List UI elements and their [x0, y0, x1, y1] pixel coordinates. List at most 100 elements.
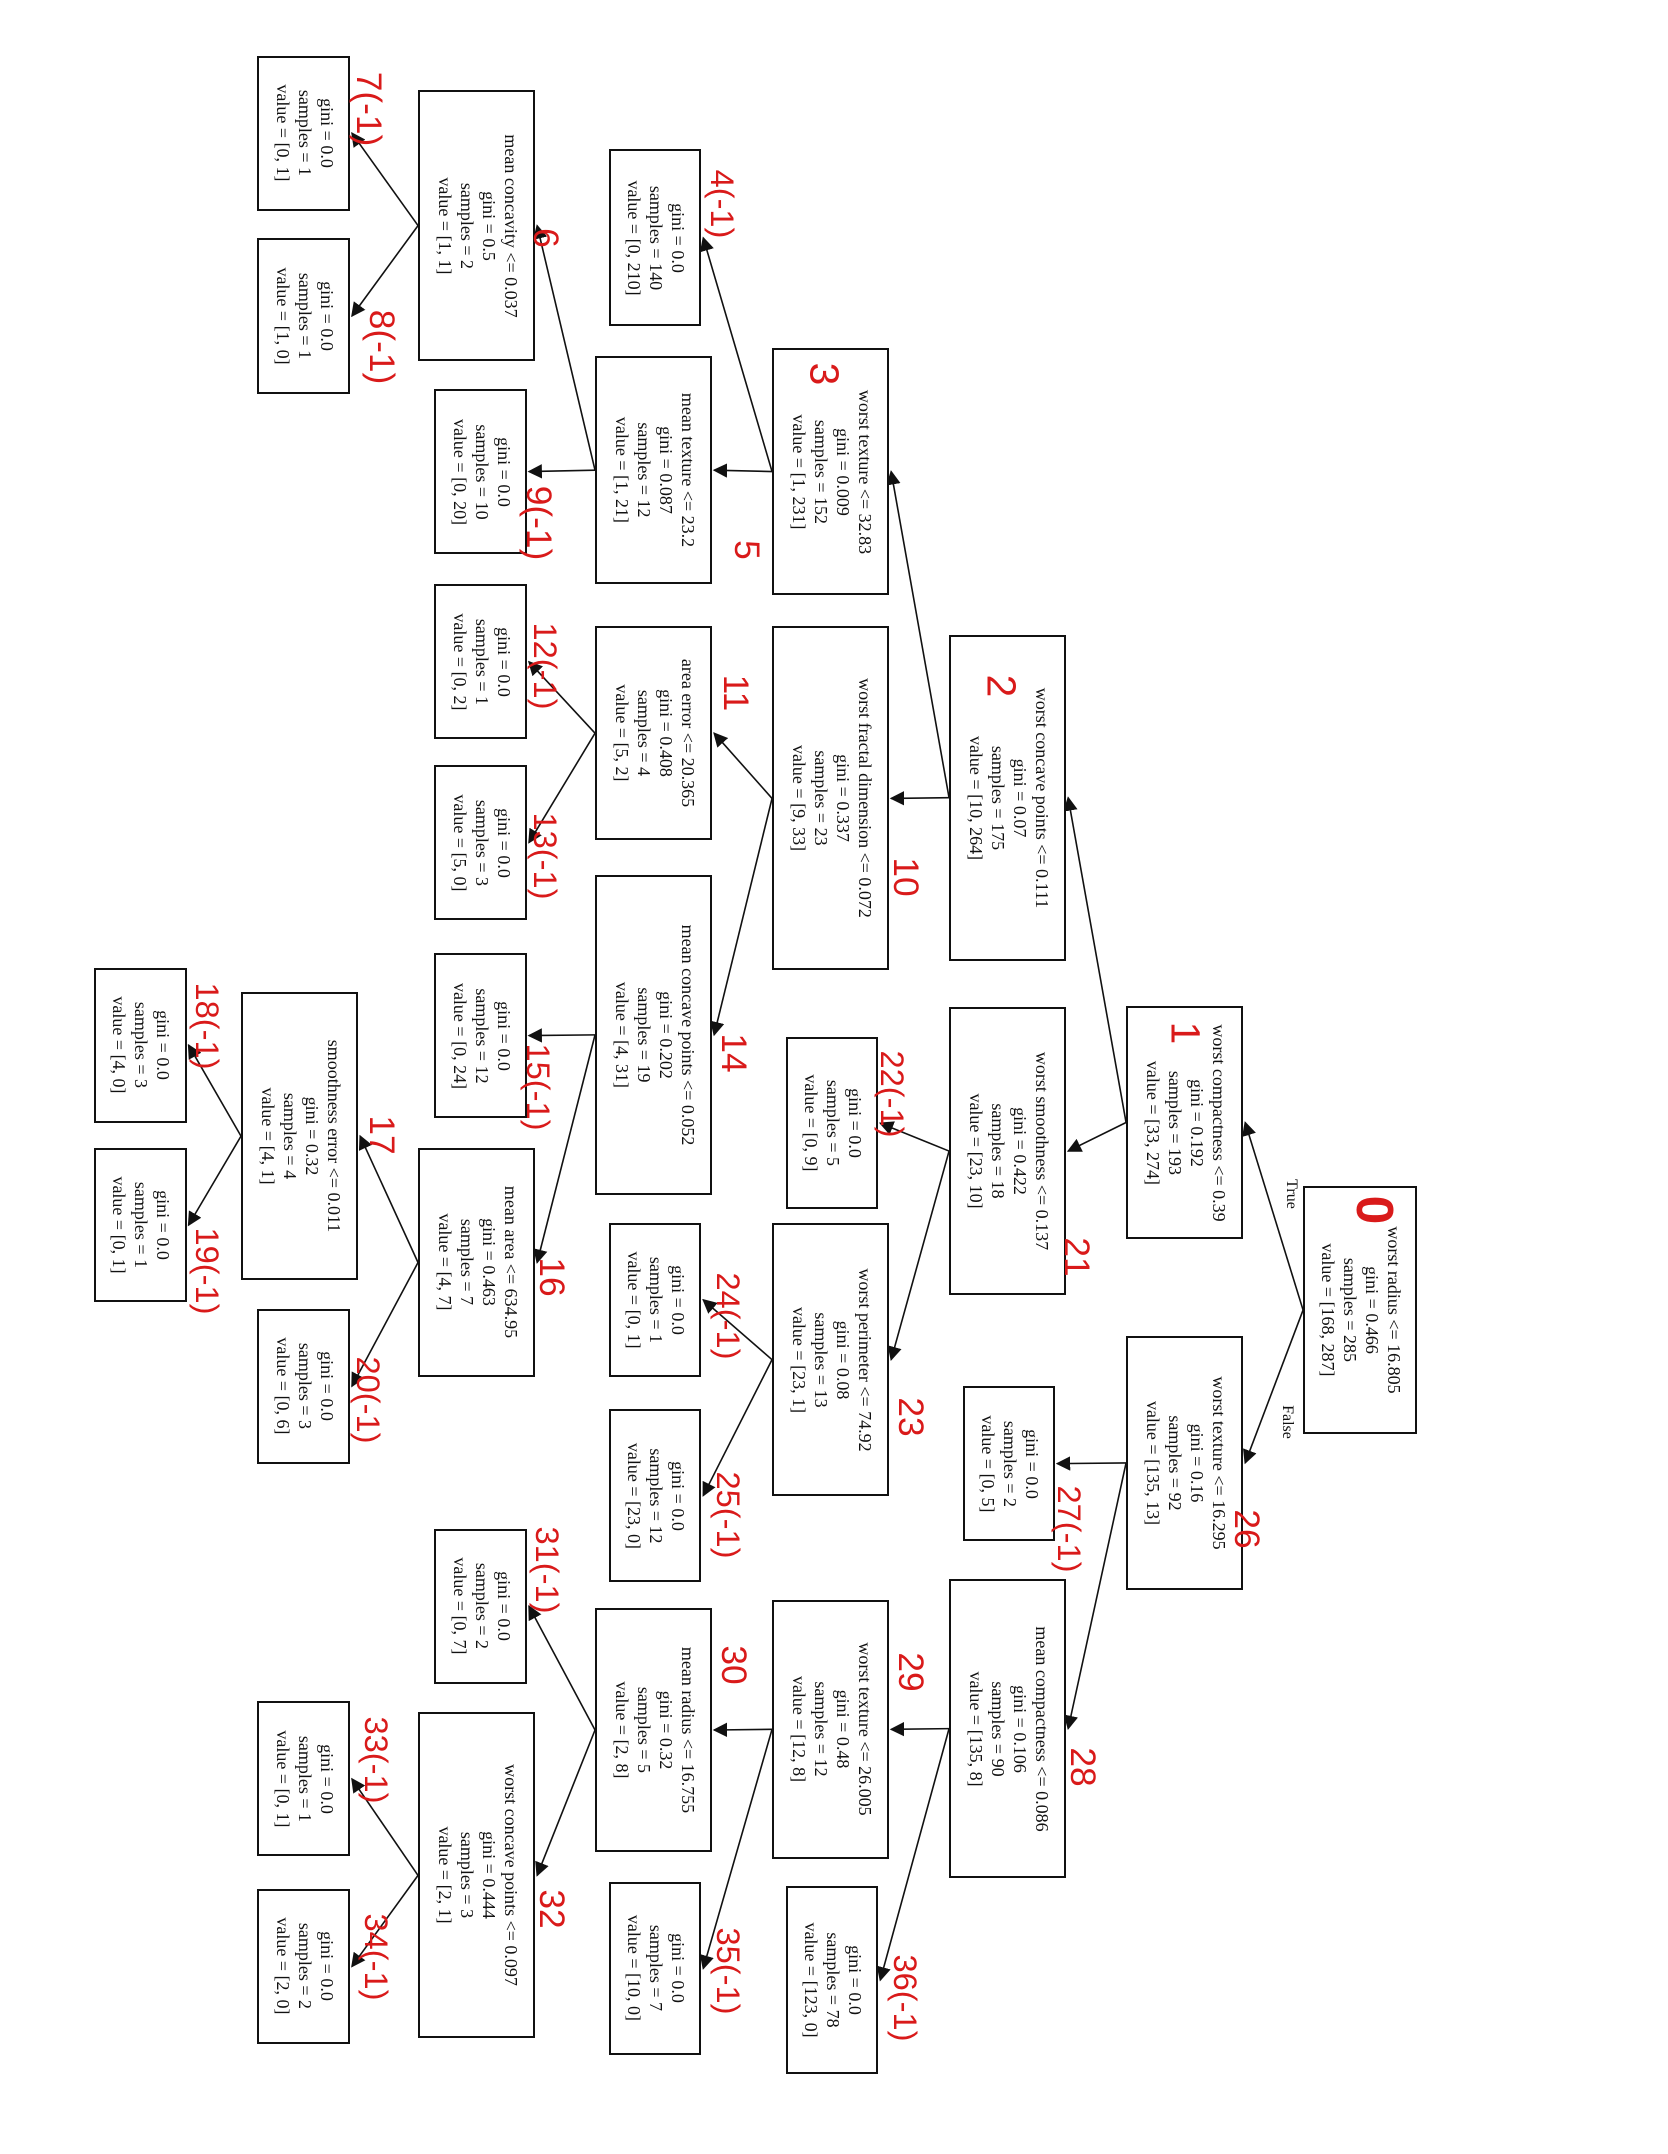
node-stat-line: value = [1, 21] — [611, 417, 632, 524]
edge-1-21 — [1066, 1121, 1127, 1152]
node-stat-line: gini = 0.0 — [316, 281, 337, 351]
node-stat-line: samples = 90 — [987, 1681, 1008, 1777]
node-stat-line: value = [12, 8] — [788, 1676, 809, 1783]
node-stat-line: gini = 0.0 — [844, 1945, 865, 2015]
node-annotation-11: 11 — [716, 674, 756, 712]
node-stat-line: gini = 0.16 — [1186, 1423, 1207, 1503]
edge-23-24 — [702, 1298, 773, 1361]
node-annotation-14: 14 — [713, 1033, 753, 1073]
node-stat-line: samples = 2 — [471, 1563, 492, 1650]
node-stat-line: value = [0, 2] — [449, 613, 470, 711]
node-stat-line: value = [0, 5] — [977, 1415, 998, 1513]
node-stat-line: value = [0, 9] — [800, 1074, 821, 1172]
edge-21-23 — [887, 1150, 950, 1362]
edge-28-36 — [876, 1728, 950, 1982]
node-stat-line: value = [2, 0] — [272, 1917, 293, 2015]
node-stat-line: value = [5, 0] — [449, 793, 470, 892]
node-stat-line: gini = 0.337 — [832, 754, 853, 843]
node-annotation-29: 29 — [890, 1651, 930, 1692]
node-split-rule: worst compactness <= 0.39 — [1208, 1023, 1229, 1222]
node-stat-line: samples = 78 — [822, 1932, 843, 2028]
node-annotation-0: 0 — [1346, 1195, 1405, 1224]
node-stat-line: value = [9, 33] — [788, 745, 809, 852]
node-annotation-25: 25(-1) — [710, 1471, 748, 1559]
node-split-rule: worst perimeter <= 74.92 — [854, 1268, 875, 1452]
node-stat-line: samples = 12 — [645, 1447, 666, 1544]
node-stat-line: value = [0, 1] — [272, 84, 293, 182]
node-annotation-22: 22(-1) — [873, 1050, 911, 1138]
node-stat-line: samples = 140 — [645, 185, 666, 290]
node-annotation-16: 16 — [532, 1257, 572, 1298]
node-stat-line: gini = 0.0 — [667, 1460, 688, 1531]
edge-32-34 — [351, 1874, 419, 1968]
node-stat-line: value = [23, 1] — [788, 1306, 809, 1413]
edge-17-19 — [187, 1135, 242, 1227]
node-stat-line: samples = 2 — [456, 182, 477, 269]
edge-29-35 — [699, 1729, 773, 1970]
node-stat-line: samples = 3 — [131, 1001, 152, 1089]
node-annotation-3: 3 — [801, 362, 848, 386]
edge-21-22 — [878, 1121, 950, 1152]
node-stat-line: samples = 1 — [294, 90, 315, 177]
node-annotation-33: 33(-1) — [357, 1716, 395, 1804]
node-annotation-36: 36(-1) — [887, 1954, 925, 2042]
edge-10-11 — [713, 732, 773, 799]
edge-11-12 — [527, 660, 596, 734]
node-split-rule: mean concavity <= 0.037 — [500, 133, 521, 318]
edge-16-17 — [358, 1134, 419, 1263]
edge-28-29 — [889, 1721, 950, 1737]
node-stat-line: samples = 3 — [294, 1343, 315, 1430]
node-stat-line: samples = 2 — [294, 1923, 315, 2010]
node-split-rule: mean texture <= 23.2 — [677, 393, 698, 548]
node-stat-line: samples = 10 — [471, 423, 492, 520]
node-stat-line: gini = 0.32 — [655, 1690, 676, 1770]
node-stat-line: gini = 0.32 — [301, 1096, 322, 1176]
edge-10-14 — [710, 798, 773, 1037]
node-stat-line: gini = 0.0 — [153, 1010, 174, 1080]
node-stat-line: samples = 285 — [1340, 1257, 1361, 1363]
node-stat-line: value = [0, 24] — [449, 982, 470, 1089]
node-stat-line: value = [2, 8] — [611, 1681, 632, 1779]
node-stat-line: value = [23, 0] — [623, 1442, 644, 1549]
edge-6-8 — [351, 225, 419, 318]
node-stat-line: samples = 12 — [633, 422, 654, 518]
node-annotation-4: 4(-1) — [703, 169, 741, 239]
node-annotation-13: 13(-1) — [526, 812, 564, 900]
node-stat-line: gini = 0.0 — [493, 1000, 514, 1071]
edge-26-28 — [1063, 1462, 1127, 1731]
node-stat-line: gini = 0.444 — [478, 1831, 499, 1920]
node-stat-line: gini = 0.466 — [1362, 1266, 1383, 1354]
node-stat-line: gini = 0.0 — [316, 1744, 337, 1814]
node-stat-line: value = [0, 7] — [449, 1557, 470, 1655]
node-stat-line: value = [0, 1] — [109, 1176, 130, 1274]
node-stat-line: value = [168, 287] — [1318, 1243, 1339, 1377]
node-annotation-12: 12(-1) — [526, 622, 564, 710]
